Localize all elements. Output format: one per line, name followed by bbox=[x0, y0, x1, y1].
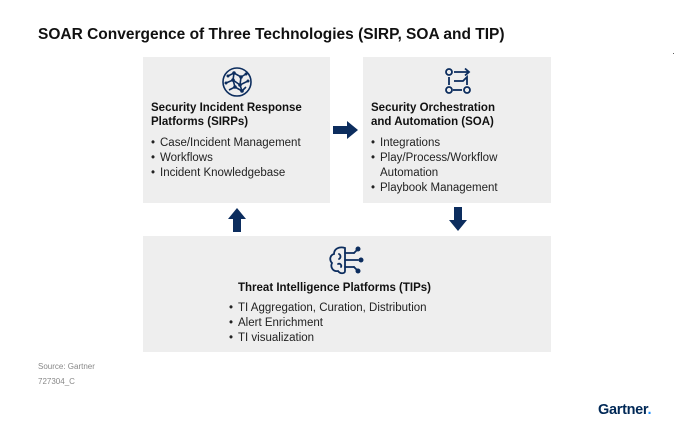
edge-mark: · bbox=[672, 48, 675, 58]
list-item: TI Aggregation, Curation, Distribution bbox=[229, 301, 427, 316]
list-item-continuation: Automation bbox=[380, 167, 439, 179]
network-globe-icon bbox=[222, 67, 252, 97]
figure-id: 727304_C bbox=[38, 377, 75, 386]
soa-title-line2: and Automation (SOA) bbox=[371, 116, 494, 128]
logo-text: Gartner bbox=[598, 402, 648, 418]
soa-box: Security Orchestration and Automation (S… bbox=[363, 57, 551, 203]
sirp-title-line1: Security Incident Response bbox=[151, 102, 302, 114]
arrow-right-icon bbox=[333, 121, 358, 139]
list-item: Integrations bbox=[371, 136, 498, 151]
list-item: Play/Process/Workflow bbox=[371, 151, 498, 166]
workflow-icon bbox=[445, 67, 471, 94]
soa-list: Integrations Play/Process/Workflow Autom… bbox=[371, 136, 498, 196]
tip-list: TI Aggregation, Curation, Distribution A… bbox=[229, 301, 427, 346]
gartner-logo: Gartner. bbox=[598, 402, 651, 418]
arrow-up-icon bbox=[228, 208, 246, 232]
list-item: Incident Knowledgebase bbox=[151, 166, 301, 181]
arrow-down-icon bbox=[449, 207, 467, 231]
sirp-title: Security Incident Response Platforms (SI… bbox=[151, 101, 302, 129]
soa-title-line1: Security Orchestration bbox=[371, 102, 495, 114]
list-item: Workflows bbox=[151, 151, 301, 166]
list-item: Case/Incident Management bbox=[151, 136, 301, 151]
list-item: TI visualization bbox=[229, 331, 427, 346]
brain-circuit-icon bbox=[329, 246, 364, 275]
soa-title: Security Orchestration and Automation (S… bbox=[371, 101, 495, 129]
diagram-title: SOAR Convergence of Three Technologies (… bbox=[38, 26, 505, 43]
sirp-list: Case/Incident Management Workflows Incid… bbox=[151, 136, 301, 181]
list-item: Alert Enrichment bbox=[229, 316, 427, 331]
logo-dot: . bbox=[647, 402, 652, 418]
source-note: Source: Gartner bbox=[38, 362, 95, 371]
tip-title: Threat Intelligence Platforms (TIPs) bbox=[238, 282, 431, 294]
tip-box: Threat Intelligence Platforms (TIPs) TI … bbox=[143, 236, 551, 352]
list-item: Playbook Management bbox=[371, 181, 498, 196]
sirp-title-line2: Platforms (SIRPs) bbox=[151, 116, 249, 128]
sirp-box: Security Incident Response Platforms (SI… bbox=[143, 57, 330, 203]
